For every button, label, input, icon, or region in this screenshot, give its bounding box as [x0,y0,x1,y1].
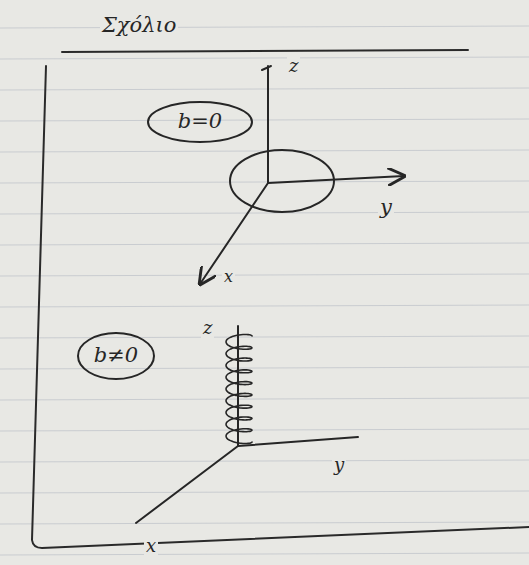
note-ring [148,102,252,142]
ruled-line [0,398,529,400]
ruled-line [0,212,529,214]
note-text: b=0 [178,110,222,133]
ruled-line [0,119,529,121]
axis-label: x [144,536,158,556]
axes-top [200,66,404,284]
ruled-line [0,243,529,245]
ruled-line [0,522,529,524]
ruled-line [0,26,529,28]
helix-path [226,335,252,444]
ruled-line [0,88,529,90]
ruled-line [0,57,529,59]
circled-note: b≠0 [76,331,156,381]
ruled-line [0,336,529,338]
ruled-line [0,181,529,183]
note-ring [78,333,154,379]
ruled-lines [0,26,529,555]
ruled-line [0,553,529,555]
ruled-line [0,429,529,431]
page-title: Σχόλιο [100,14,178,37]
ruled-line [0,305,529,307]
circled-note: b=0 [146,100,254,144]
axis-label: y [332,455,346,475]
axis-label: y [378,196,394,219]
axis-label: z [287,56,300,76]
ruled-line [0,274,529,276]
axis-label: z [201,318,214,338]
ruled-line [0,491,529,493]
axis-label: x [222,268,235,286]
page-frame [32,50,529,548]
ruled-line [0,367,529,369]
axes-bottom [136,326,358,523]
ruled-line [0,460,529,462]
note-text: b≠0 [94,344,138,367]
circular-orbit [230,150,334,212]
